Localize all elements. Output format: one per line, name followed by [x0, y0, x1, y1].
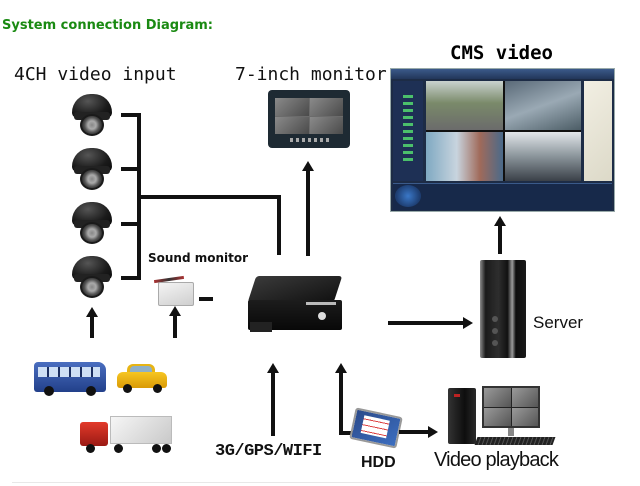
taxi-icon: [117, 364, 167, 393]
label-7inch-monitor: 7-inch monitor: [235, 64, 387, 85]
mobile-dvr-icon: [242, 276, 346, 336]
dome-camera-icon: [72, 256, 112, 300]
connector-line: [339, 431, 353, 435]
arrowhead-icon: [86, 307, 98, 317]
label-sound-monitor: Sound monitor: [148, 251, 249, 265]
connector-line: [121, 113, 140, 117]
arrowhead-icon: [169, 306, 181, 316]
connector-line: [277, 195, 281, 255]
arrowhead-icon: [463, 317, 473, 329]
arrow-to-cms: [498, 224, 502, 254]
connector-line: [121, 167, 140, 171]
connector-line: [199, 297, 213, 301]
dome-camera-icon: [72, 148, 112, 192]
map-panel: [584, 81, 612, 181]
dome-camera-icon: [72, 94, 112, 138]
label-video-playback: Video playback: [434, 449, 559, 471]
connector-line: [121, 276, 140, 280]
truck-icon: [80, 416, 172, 453]
arrowhead-icon: [494, 216, 506, 226]
dome-camera-icon: [72, 202, 112, 246]
arrow-to-sound-monitor: [173, 314, 177, 338]
sound-monitor-icon: [153, 275, 194, 306]
arrow-hdd-to-dvr: [339, 372, 343, 434]
divider: [12, 482, 500, 483]
arrow-network-to-dvr: [271, 372, 275, 436]
seven-inch-monitor-icon: [268, 90, 350, 148]
label-cms-video: CMS video: [450, 42, 553, 64]
desktop-pc-icon: [448, 386, 558, 448]
ptz-control-icon: [395, 185, 421, 207]
bus-icon: [34, 362, 106, 396]
label-network: 3G/GPS/WIFI: [215, 442, 322, 461]
arrowhead-icon: [335, 363, 347, 373]
arrow-to-monitor: [306, 170, 310, 256]
arrow-hdd-to-playback: [399, 430, 429, 434]
server-tower-icon: [480, 260, 526, 358]
arrowhead-icon: [428, 426, 438, 438]
arrow-to-server: [388, 321, 464, 325]
diagram-title: System connection Diagram:: [2, 18, 213, 33]
connector-line: [121, 222, 140, 226]
arrowhead-icon: [267, 363, 279, 373]
label-hdd: HDD: [361, 454, 396, 471]
arrow-to-cameras: [90, 316, 94, 338]
cms-video-screen: [390, 68, 615, 212]
label-server: Server: [533, 313, 584, 332]
arrowhead-icon: [302, 161, 314, 171]
connector-line: [137, 195, 281, 199]
label-video-input: 4CH video input: [14, 64, 177, 85]
hard-drive-icon: [349, 407, 403, 449]
